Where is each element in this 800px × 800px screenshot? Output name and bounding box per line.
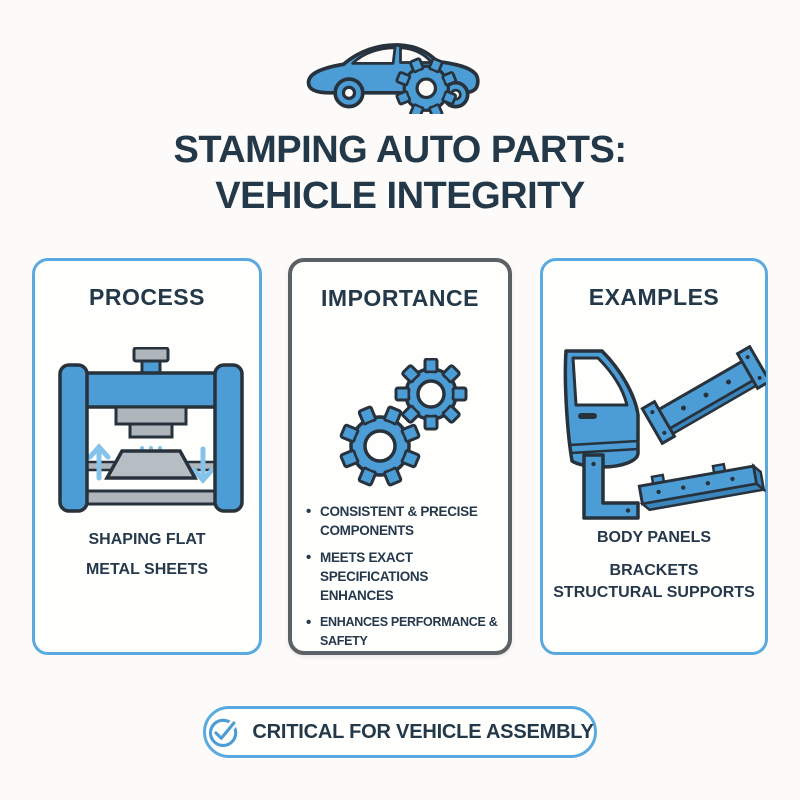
process-card: PROCESS SHAPING FLAT METAL SHEETS <box>32 258 262 655</box>
stamped-parts-icons <box>563 345 766 520</box>
examples-caption-brackets: BRACKETS <box>609 562 699 579</box>
interlocking-gears-icon <box>339 358 468 487</box>
cross-beam-icon <box>640 345 766 446</box>
gear-icon <box>395 57 458 114</box>
car-with-gear-icon <box>306 43 480 114</box>
check-circle-icon <box>209 718 239 748</box>
footer-label: CRITICAL FOR VEHICLE ASSEMBLY <box>252 720 594 743</box>
large-gear-icon <box>339 405 421 487</box>
examples-card: EXAMPLES <box>540 258 768 655</box>
examples-caption-structural-supports: STRUCTURAL SUPPORTS <box>553 584 755 601</box>
examples-title: EXAMPLES <box>588 284 720 310</box>
stamped-sheet <box>104 449 198 480</box>
title-line-1: STAMPING AUTO PARTS: <box>173 129 627 171</box>
examples-captions: BODY PANELS BRACKETS STRUCTURAL SUPPORTS <box>543 529 765 604</box>
process-caption: SHAPING FLAT METAL SHEETS <box>35 525 259 585</box>
car-door-icon <box>563 349 640 469</box>
small-gear-icon <box>394 358 468 431</box>
process-caption-line-1: SHAPING FLAT <box>88 531 206 548</box>
examples-caption-body-panels: BODY PANELS <box>596 529 712 546</box>
stamping-press-icon <box>58 347 244 513</box>
process-caption-line-2: METAL SHEETS <box>85 561 209 578</box>
bullet-item: ENHANCES PERFORMANCE & SAFETY <box>305 613 502 651</box>
importance-bullet-list: CONSISTENT & PRECISE COMPONENTS MEETS EX… <box>305 502 502 651</box>
bullet-item: CONSISTENT & PRECISE COMPONENTS <box>305 502 502 540</box>
bullet-item: MEETS EXACT SPECIFICATIONS ENHANCES <box>305 548 502 605</box>
structural-rail-icon <box>637 462 766 512</box>
title-line-2: VEHICLE INTEGRITY <box>215 175 585 217</box>
press-motion-arrows <box>87 443 215 484</box>
l-bracket-icon <box>582 453 640 520</box>
importance-card: IMPORTANCE <box>288 258 512 655</box>
importance-title: IMPORTANCE <box>321 285 479 311</box>
process-title: PROCESS <box>89 284 205 310</box>
footer-banner: CRITICAL FOR VEHICLE ASSEMBLY <box>203 706 597 758</box>
page-title: STAMPING AUTO PARTS: VEHICLE INTEGRITY <box>0 127 800 219</box>
